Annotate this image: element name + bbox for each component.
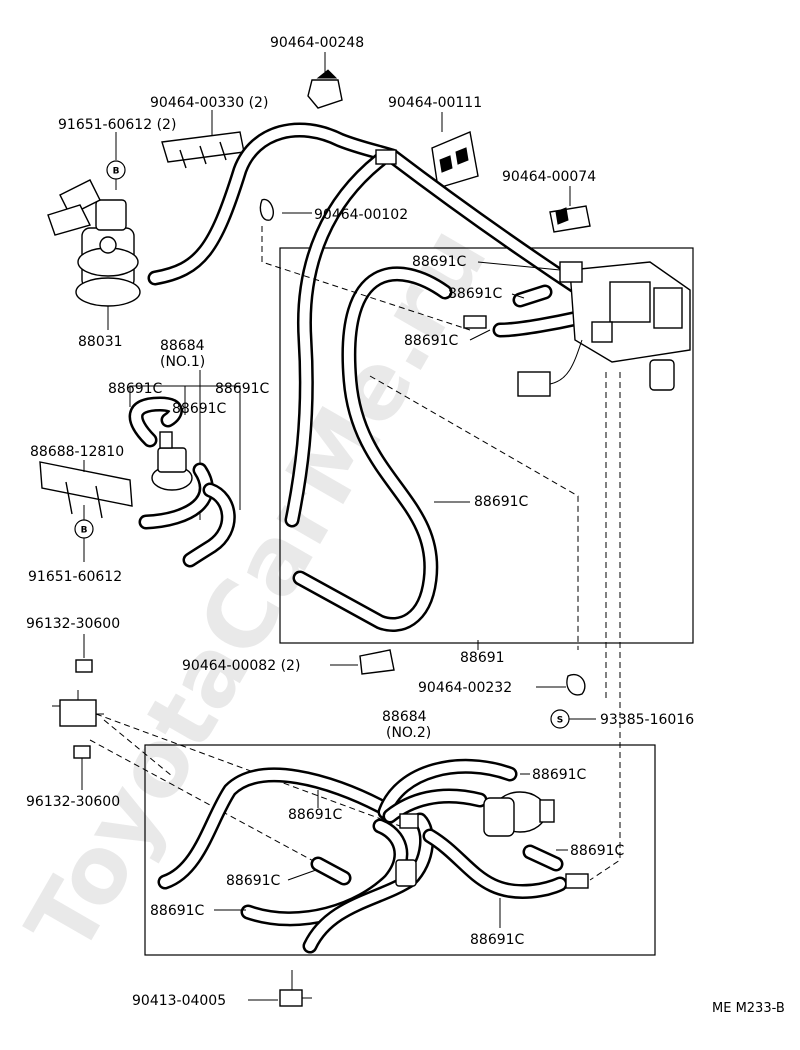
label-88031: 88031 bbox=[78, 334, 123, 350]
label-90464-00248: 90464-00248 bbox=[270, 35, 364, 51]
label-88691c-no1-c: 88691C bbox=[172, 401, 227, 417]
junction-connector-top bbox=[375, 149, 397, 165]
label-88691c-no1-b: 88691C bbox=[215, 381, 270, 397]
vsv-assembly bbox=[517, 261, 691, 397]
hose-group-no2 bbox=[157, 758, 568, 954]
label-88688-12810: 88688-12810 bbox=[30, 444, 124, 460]
b-marker-bottom-letter: B bbox=[81, 526, 88, 536]
t-joint-upper bbox=[463, 315, 487, 329]
label-88684-no1: 88684 bbox=[160, 338, 205, 354]
dash-guide-1 bbox=[261, 226, 471, 331]
label-91651-60612-2: 91651-60612 (2) bbox=[58, 117, 176, 133]
dash-guide-6 bbox=[89, 739, 331, 871]
label-90464-00082: 90464-00082 (2) bbox=[182, 658, 300, 674]
dash-guide-4 bbox=[589, 372, 621, 881]
clamp-90464-00074 bbox=[549, 205, 591, 233]
label-88691c-b5: 88691C bbox=[150, 903, 205, 919]
clamp-90464-00111 bbox=[431, 131, 479, 189]
clamp-90464-00082 bbox=[359, 649, 395, 675]
label-88691c-b1: 88691C bbox=[532, 767, 587, 783]
label-88684-no1-sub: (NO.1) bbox=[160, 354, 205, 370]
label-91651-60612: 91651-60612 bbox=[28, 569, 122, 585]
bracket-88688-12810 bbox=[39, 461, 133, 519]
cap-96132-30600-a bbox=[75, 659, 93, 673]
label-96132-30600-a: 96132-30600 bbox=[26, 616, 120, 632]
label-88691c-top2: 88691C bbox=[448, 286, 503, 302]
label-88691c-top1: 88691C bbox=[412, 254, 467, 270]
dash-guide-7 bbox=[103, 719, 173, 777]
label-88691c-b3: 88691C bbox=[570, 843, 625, 859]
vsv-no1 bbox=[151, 431, 193, 491]
lead-b4 bbox=[287, 869, 317, 881]
filter-no2 bbox=[395, 859, 417, 887]
label-88691c-no1-a: 88691C bbox=[108, 381, 163, 397]
label-90413-04005: 90413-04005 bbox=[132, 993, 226, 1009]
vacuum-actuator-88031 bbox=[47, 179, 141, 330]
clamp-90464-00330 bbox=[161, 131, 245, 169]
b-marker-top-letter: B bbox=[113, 167, 120, 177]
label-88684-no2-sub: (NO.2) bbox=[386, 725, 431, 741]
label-88691c-b6: 88691C bbox=[470, 932, 525, 948]
dash-guide-2 bbox=[369, 375, 579, 650]
label-88691c-b4: 88691C bbox=[226, 873, 281, 889]
clip-90464-00232 bbox=[566, 673, 586, 696]
label-90464-00074: 90464-00074 bbox=[502, 169, 596, 185]
lead-top2 bbox=[511, 293, 525, 299]
clamp-90464-00248 bbox=[307, 69, 343, 109]
t-joint-no2 bbox=[399, 813, 419, 829]
fitting-90413-04005 bbox=[279, 970, 312, 1007]
label-93385-16016: 93385-16016 bbox=[600, 712, 694, 728]
s-marker-letter: S bbox=[557, 716, 563, 726]
t-joint-right bbox=[565, 873, 589, 889]
label-88684-no2: 88684 bbox=[382, 709, 427, 725]
clip-90464-00102 bbox=[259, 198, 274, 221]
label-90464-00111: 90464-00111 bbox=[388, 95, 482, 111]
lower-assembly-frame bbox=[144, 744, 656, 956]
upper-assembly-frame bbox=[279, 247, 694, 644]
vacuum-tee-fitting bbox=[52, 690, 104, 727]
label-90464-00330: 90464-00330 (2) bbox=[150, 95, 268, 111]
vsv-no2 bbox=[483, 791, 555, 837]
label-96132-30600-b: 96132-30600 bbox=[26, 794, 120, 810]
label-90464-00232: 90464-00232 bbox=[418, 680, 512, 696]
cap-96132-30600-b bbox=[73, 745, 91, 759]
lead-top1 bbox=[477, 261, 561, 271]
diagram-code: ME M233-B bbox=[712, 1001, 785, 1016]
label-88691c-b2: 88691C bbox=[288, 807, 343, 823]
label-88691c-mid: 88691C bbox=[474, 494, 529, 510]
lead-top3 bbox=[469, 329, 491, 341]
hose-group-no1 bbox=[128, 396, 236, 568]
label-88691: 88691 bbox=[460, 650, 505, 666]
label-88691c-top3: 88691C bbox=[404, 333, 459, 349]
label-90464-00102: 90464-00102 bbox=[314, 207, 408, 223]
dash-guide-5 bbox=[95, 713, 401, 827]
